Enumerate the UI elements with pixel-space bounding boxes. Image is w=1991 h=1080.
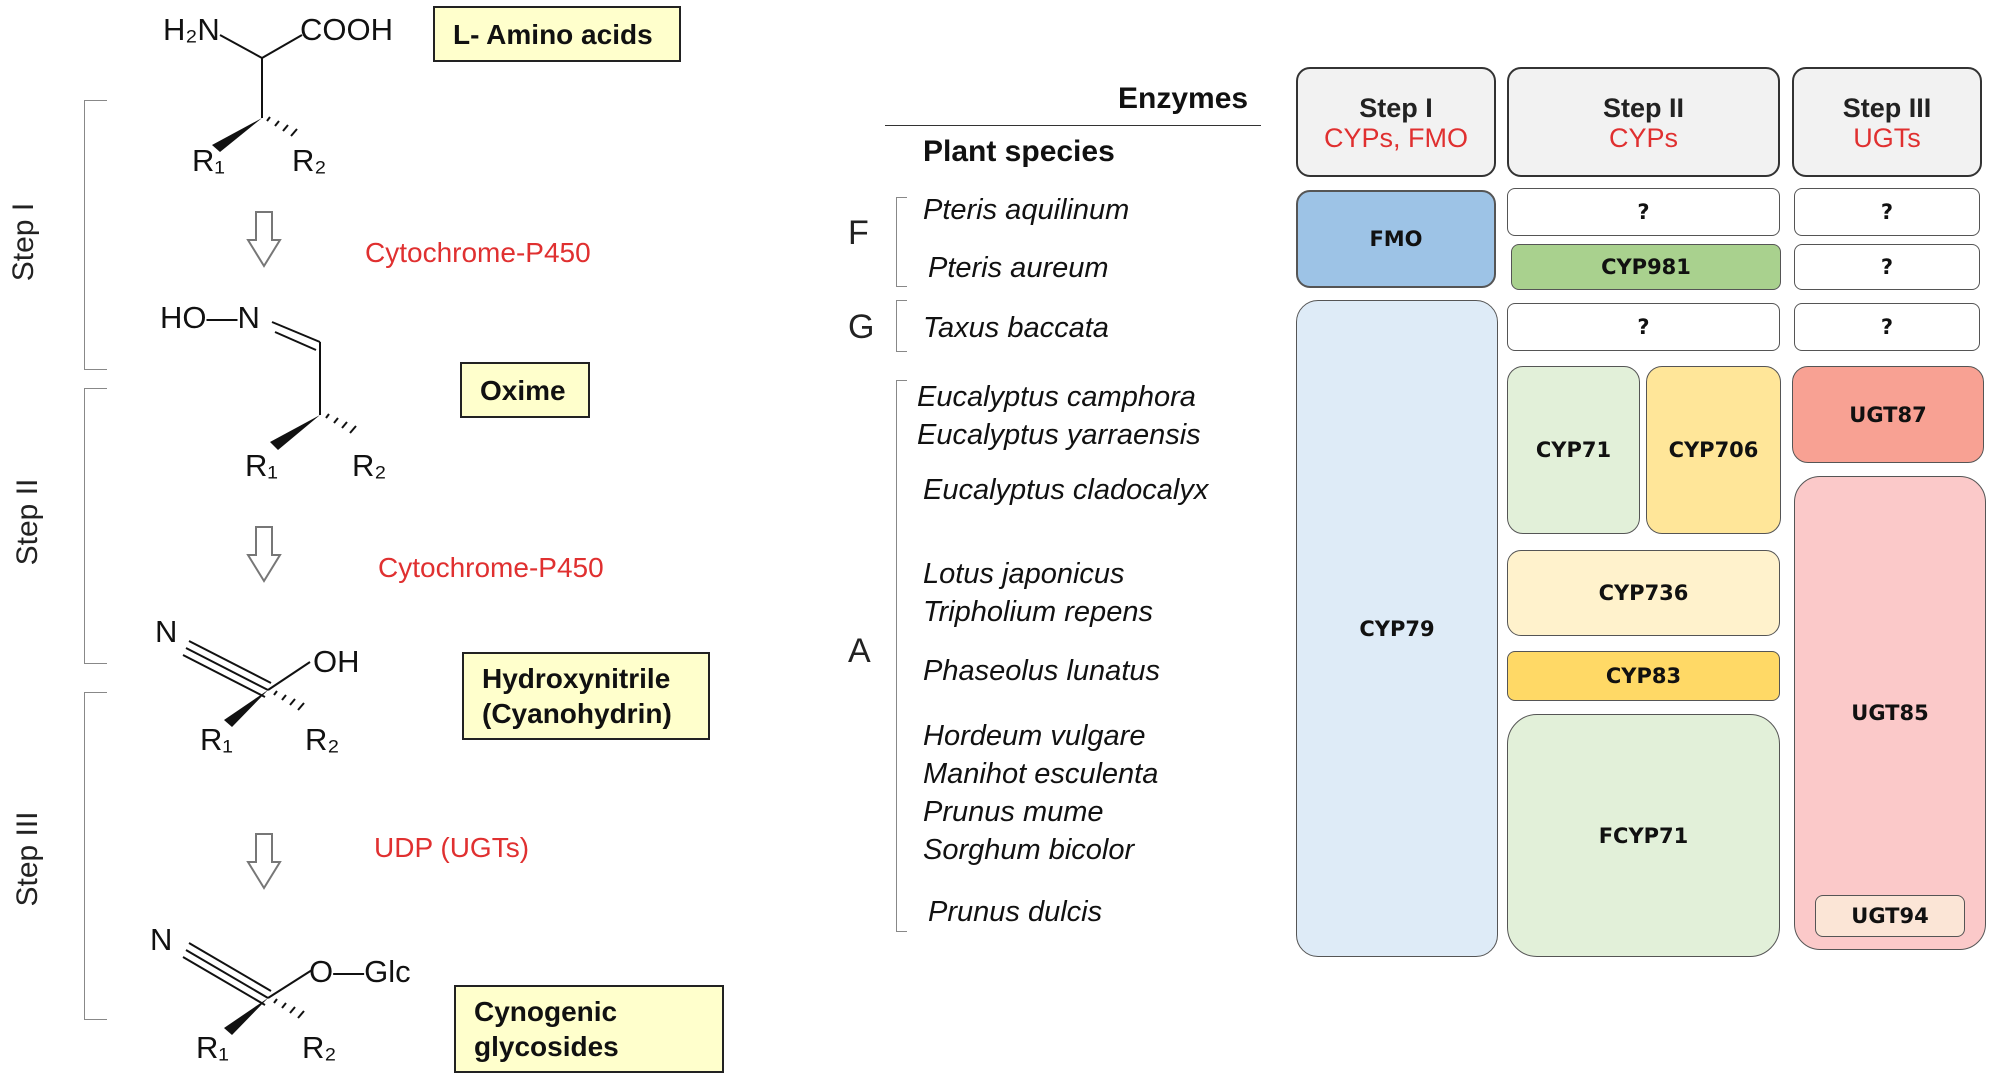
oxime-structure (270, 321, 357, 450)
header-step-1: Step I CYPs, FMO (1296, 67, 1496, 177)
enzymes-label: Enzymes (1118, 82, 1249, 115)
r2-label: R₂ (292, 143, 327, 178)
cell-ugt94: UGT94 (1815, 895, 1965, 937)
family-f-brace (896, 197, 907, 287)
step-3-bracket (84, 692, 107, 1020)
down-arrow-icon (246, 526, 282, 583)
species-name: Pteris aquilinum (923, 194, 1130, 226)
glycoside-structure (182, 942, 313, 1035)
species-name: Eucalyptus camphora (917, 381, 1196, 413)
species-name: Eucalyptus yarraensis (917, 419, 1201, 451)
species-name: Prunus dulcis (928, 896, 1103, 928)
header-step-3: Step III UGTs (1792, 67, 1982, 177)
family-g: G (848, 308, 875, 346)
cell-unknown: ? (1794, 188, 1980, 236)
oxime-hon-label: HO—N (160, 300, 260, 335)
species-name: Lotus japonicus (923, 558, 1125, 590)
step-3-enzyme: UDP (UGTs) (374, 832, 530, 863)
species-name: Prunus mume (923, 796, 1104, 828)
cell-unknown: ? (1507, 303, 1780, 351)
family-f: F (848, 214, 869, 252)
hydroxynitrile-r1-label: R₁ (200, 722, 233, 757)
cell-fmo: FMO (1296, 190, 1496, 288)
family-g-brace (896, 300, 907, 352)
oxime-box: Oxime (460, 362, 590, 418)
hydroxynitrile-n-label: N (155, 614, 178, 649)
hydroxynitrile-oh-label: OH (313, 644, 360, 679)
species-name: Tripholium repens (923, 596, 1153, 628)
glycoside-r1-label: R₁ (196, 1030, 229, 1065)
header-step-2: Step II CYPs (1507, 67, 1780, 177)
step-2-enzyme: Cytochrome-P450 (378, 552, 604, 583)
family-a-brace (896, 380, 907, 932)
amino-acids-box: L- Amino acids (433, 6, 681, 62)
r1-label: R₁ (192, 143, 225, 178)
species-name: Phaseolus lunatus (923, 655, 1160, 687)
hydroxynitrile-box: Hydroxynitrile (Cyanohydrin) (462, 652, 710, 740)
cell-unknown: ? (1507, 188, 1780, 236)
cell-cyp981: CYP981 (1511, 244, 1781, 290)
oxime-r2-label: R₂ (352, 448, 387, 483)
cell-cyp83: CYP83 (1507, 651, 1780, 701)
amino-acid-structure (212, 34, 303, 152)
plant-species-label: Plant species (923, 135, 1115, 168)
species-name: Manihot esculenta (923, 758, 1159, 790)
species-name: Eucalyptus cladocalyx (923, 474, 1209, 506)
species-name: Sorghum bicolor (923, 834, 1135, 866)
down-arrow-icon (246, 211, 282, 268)
cooh-label: COOH (300, 12, 393, 47)
species-name: Taxus baccata (923, 312, 1109, 344)
hydroxynitrile-structure (182, 640, 311, 727)
glycoside-n-label: N (150, 922, 173, 957)
h2n-label: H₂N (163, 12, 220, 47)
cell-ugt85: UGT85 (1794, 476, 1986, 950)
cell-unknown: ? (1794, 244, 1980, 290)
species-name: Hordeum vulgare (923, 720, 1146, 752)
cell-cyp736: CYP736 (1507, 550, 1780, 636)
down-arrow-icon (246, 833, 282, 890)
hydroxynitrile-r2-label: R₂ (305, 722, 340, 757)
step-1-bracket (84, 100, 107, 370)
step-1-enzyme: Cytochrome-P450 (365, 237, 591, 268)
species-name: Pteris aureum (928, 252, 1109, 284)
cell-fcyp71: FCYP71 (1507, 714, 1780, 957)
cell-cyp79: CYP79 (1296, 300, 1498, 957)
family-a: A (848, 632, 871, 670)
step-2-bracket (84, 388, 107, 664)
oxime-r1-label: R₁ (245, 448, 278, 483)
step-1-label: Step I (7, 202, 40, 282)
glycoside-r2-label: R₂ (302, 1030, 337, 1065)
step-3-label: Step III (11, 811, 44, 907)
step-2-label: Step II (11, 478, 44, 566)
cell-cyp706: CYP706 (1646, 366, 1781, 534)
header-divider (885, 125, 1261, 126)
cell-ugt87: UGT87 (1792, 366, 1984, 463)
glycoside-oglc-label: O—Glc (309, 954, 411, 989)
cell-cyp71: CYP71 (1507, 366, 1640, 534)
glycosides-box: Cynogenic glycosides (454, 985, 724, 1073)
cell-unknown: ? (1794, 303, 1980, 351)
